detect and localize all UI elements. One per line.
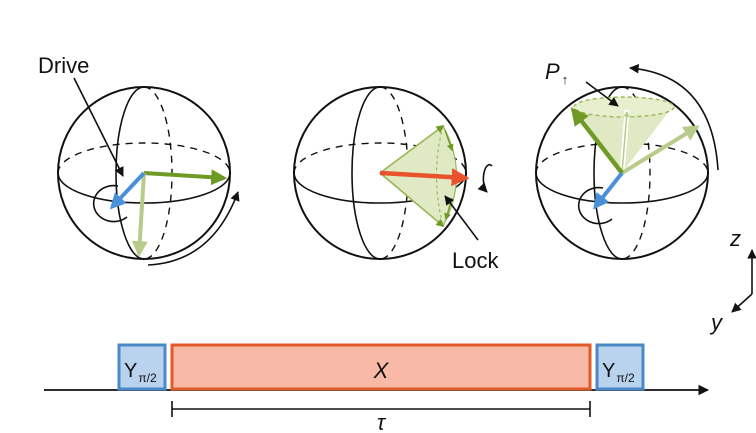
left-y-pulse [117, 343, 167, 391]
y-axis-label: y [709, 310, 724, 335]
bloch-sphere-readout [535, 63, 719, 260]
pulse-sequence [44, 343, 710, 417]
x-pulse-label: X [373, 358, 390, 383]
right-pulse-label: Yπ/2 [602, 360, 635, 385]
lock-label: Lock [452, 248, 499, 273]
left-pulse-label: Yπ/2 [124, 360, 157, 385]
bloch-sphere-lock [293, 86, 493, 260]
right-y-pulse [595, 343, 645, 391]
drive-label: Drive [38, 53, 89, 78]
tau-label: τ [377, 410, 387, 433]
bloch-sphere-drive [57, 77, 240, 266]
p-up-label: P↑ [545, 59, 568, 87]
z-axis-label: z [729, 226, 741, 251]
x-lock-pulse [170, 343, 592, 391]
coordinate-axes [731, 249, 756, 313]
